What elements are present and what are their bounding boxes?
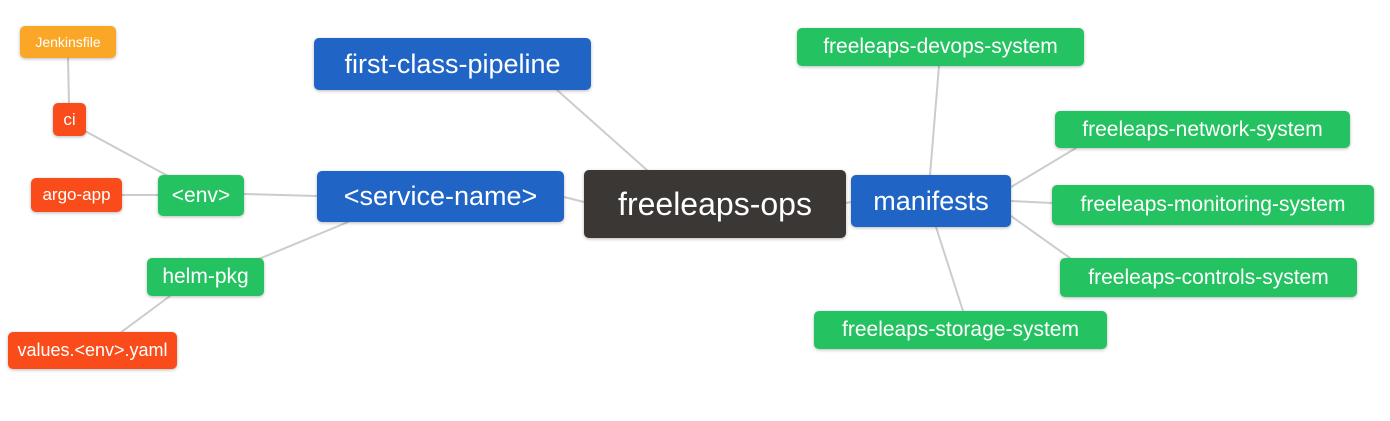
- node-freeleaps-monitoring-system[interactable]: freeleaps-monitoring-system: [1052, 185, 1374, 225]
- node-label: freeleaps-ops: [618, 185, 812, 222]
- node-freeleaps-controls-system[interactable]: freeleaps-controls-system: [1060, 258, 1357, 297]
- node-freeleaps-network-system[interactable]: freeleaps-network-system: [1055, 111, 1350, 148]
- node-env[interactable]: <env>: [158, 175, 244, 216]
- edge-manifests--freeleaps-storage-system: [935, 226, 964, 312]
- edge-env--service-name: [243, 193, 318, 197]
- node-freeleaps-ops[interactable]: freeleaps-ops: [584, 170, 846, 238]
- edge-first-class-pipeline--freeleaps-ops: [556, 89, 649, 172]
- node-helm-pkg[interactable]: helm-pkg: [147, 258, 264, 296]
- edge-manifests--freeleaps-network-system: [1010, 147, 1077, 188]
- node-label: Jenkinsfile: [35, 34, 101, 50]
- node-label: <env>: [171, 183, 231, 207]
- node-argo-app[interactable]: argo-app: [31, 178, 122, 212]
- node-freeleaps-storage-system[interactable]: freeleaps-storage-system: [814, 311, 1107, 349]
- node-manifests[interactable]: manifests: [851, 175, 1011, 227]
- node-service-name[interactable]: <service-name>: [317, 171, 564, 222]
- node-label: freeleaps-devops-system: [823, 35, 1058, 58]
- node-first-class-pipeline[interactable]: first-class-pipeline: [314, 38, 591, 90]
- edge-helm-pkg--values-env-yaml: [119, 295, 171, 334]
- node-label: freeleaps-storage-system: [842, 318, 1079, 341]
- node-label: helm-pkg: [162, 265, 249, 288]
- node-label: manifests: [873, 185, 989, 216]
- node-freeleaps-devops-system[interactable]: freeleaps-devops-system: [797, 28, 1084, 66]
- node-label: ci: [63, 109, 76, 129]
- node-label: argo-app: [42, 185, 111, 204]
- node-values-env-yaml[interactable]: values.<env>.yaml: [8, 332, 177, 369]
- node-label: freeleaps-controls-system: [1088, 265, 1329, 289]
- edge-service-name--freeleaps-ops: [563, 196, 585, 203]
- edge-manifests--freeleaps-monitoring-system: [1010, 200, 1053, 204]
- edge-manifests--freeleaps-devops-system: [929, 65, 940, 176]
- node-label: first-class-pipeline: [344, 48, 561, 79]
- edge-service-name--helm-pkg: [253, 221, 349, 262]
- node-label: <service-name>: [343, 181, 538, 211]
- edge-ci--env: [84, 130, 169, 177]
- node-jenkinsfile[interactable]: Jenkinsfile: [20, 26, 116, 58]
- node-ci[interactable]: ci: [53, 103, 86, 136]
- edge-jenkinsfile--ci: [67, 57, 70, 104]
- node-label: freeleaps-monitoring-system: [1080, 193, 1346, 216]
- node-label: freeleaps-network-system: [1082, 117, 1323, 141]
- node-label: values.<env>.yaml: [17, 340, 168, 360]
